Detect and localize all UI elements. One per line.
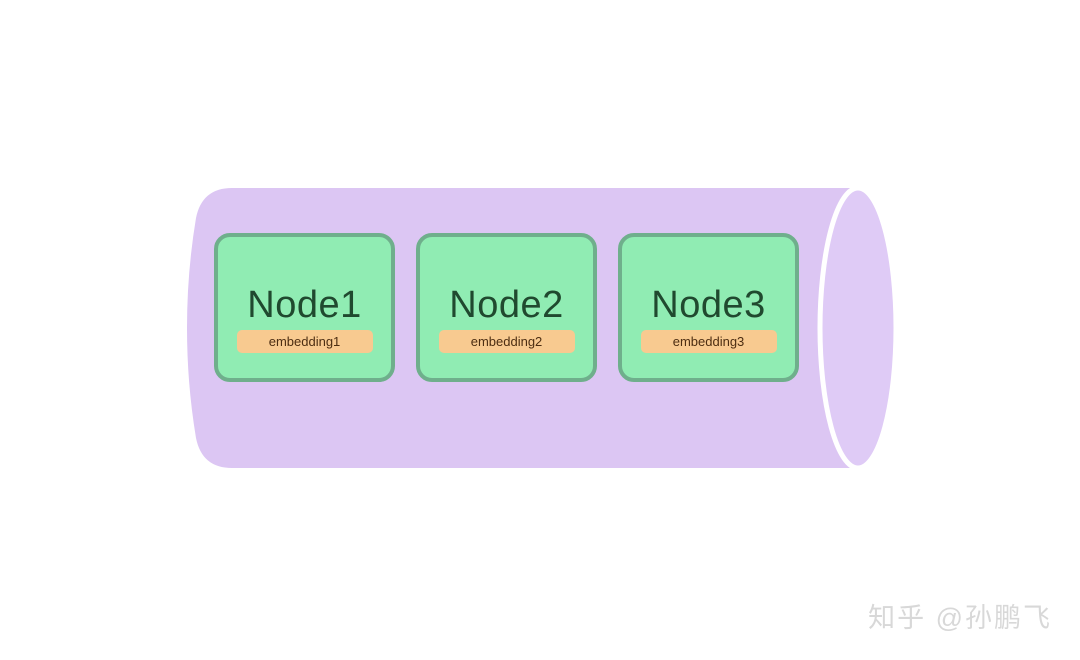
watermark-text: 知乎 @孙鹏飞 [868,603,1052,633]
embedding-pill: embedding3 [640,330,777,353]
node-box-1: Node1 embedding1 [214,233,395,382]
embedding-pill: embedding1 [236,330,373,353]
node-box-2: Node2 embedding2 [416,233,597,382]
cylinder-end-cap [817,185,899,471]
node-label: Node3 [651,284,766,326]
embedding-pill: embedding2 [438,330,575,353]
node-label: Node2 [449,284,564,326]
node-box-3: Node3 embedding3 [618,233,799,382]
node-label: Node1 [247,284,362,326]
